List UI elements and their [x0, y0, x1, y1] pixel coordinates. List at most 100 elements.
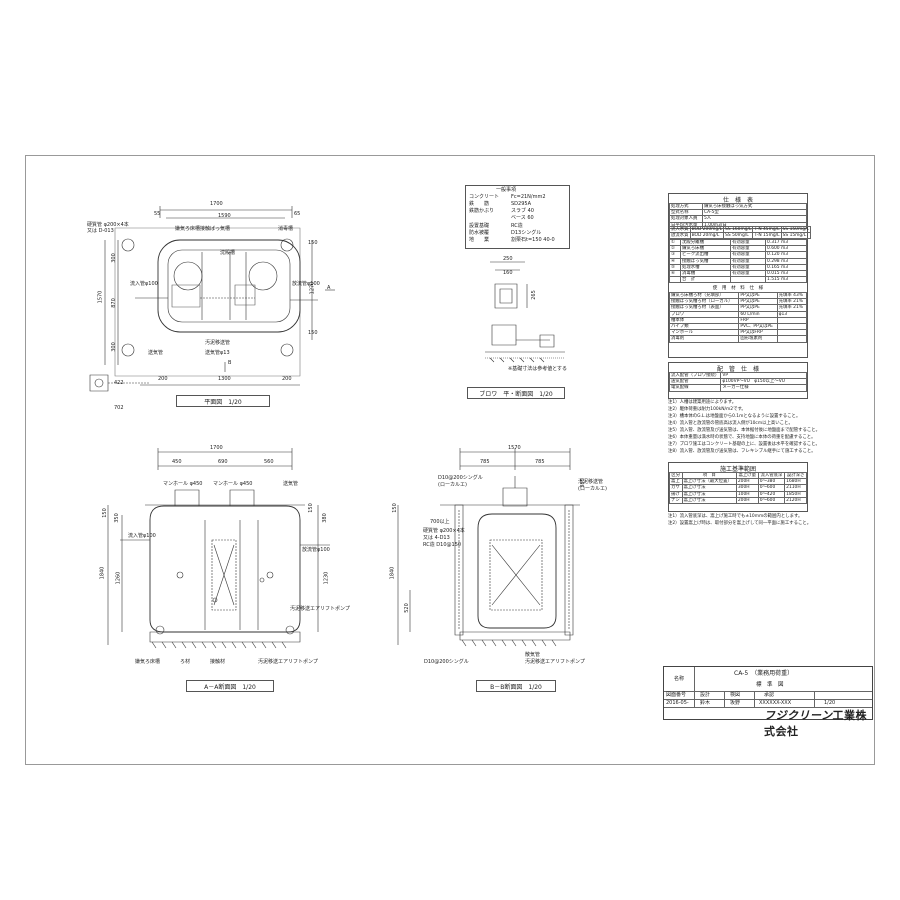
pipe-title: 配 管 仕 様 — [716, 366, 759, 373]
cell: 嵩上げ寸法（最大位置） — [681, 478, 737, 486]
range-note-2: 注2）設置嵩上げ時は、取付部分を嵩上げして同一平面に施工すること。 — [668, 521, 812, 526]
drawing-sheet — [25, 155, 875, 765]
aa-pre: 嫌気ろ床槽 — [135, 659, 161, 665]
cell: VP — [720, 371, 807, 380]
cell: 有効容量 — [729, 245, 767, 253]
title-block: 名称 CA-5 （業務用荷重） 標 準 図 図面番号 設計 検図 承認 2016… — [663, 666, 873, 738]
cell: 0～420 — [757, 490, 786, 498]
bb-foot: 汚泥移送エアリフトポンプ — [525, 659, 585, 665]
cell: 0～380 — [757, 478, 786, 486]
range-title: 施工基準範囲 — [719, 466, 756, 473]
title-cell: 2016-05- — [666, 700, 689, 706]
cell: SS 15mg/L — [780, 232, 811, 240]
spec-val: Fc=21N/mm2 — [511, 194, 546, 200]
cell: 嵩上げ量 — [735, 471, 759, 480]
bb-dim-785: 785 — [480, 459, 490, 465]
spec-key: 地 業 — [469, 237, 490, 243]
aa-manhole1: マンホール φ450 — [163, 481, 203, 487]
note-7: 注7）ブロワ施工はコンクリート基礎の上に、設置後は水平を確認すること。 — [668, 442, 820, 447]
cell — [776, 329, 808, 337]
cell: メーカー仕様 — [720, 384, 807, 392]
title-cell: 図面番号 — [666, 692, 687, 698]
cell: 0～600 — [757, 496, 786, 505]
cell: T-N 45mg/L — [752, 225, 782, 234]
range-table: 施工基準範囲 区分項 目嵩上げ量流入管底深設計深さ 嵩上嵩上げ寸法（最大位置）2… — [668, 462, 808, 512]
bb-caption: B－B断面図 1/20 — [490, 684, 542, 691]
cell: 0～600 — [757, 484, 786, 492]
aa-caption-box: A－A断面図 1/20 — [186, 680, 274, 692]
cell — [776, 322, 808, 331]
cell: 流入管底深 — [757, 471, 786, 480]
plan-pipe-spec2: 又は D-013 — [87, 228, 114, 234]
bb-dim-total: 1570 — [508, 445, 521, 451]
plan-cut-b: B — [228, 360, 232, 366]
cell: SS 50mg/L — [723, 232, 754, 240]
plan-dim-inner: 1590 — [218, 213, 231, 219]
title-sub-value: 標 準 図 — [756, 682, 784, 688]
cell: 送気配管 — [668, 378, 722, 386]
cell: 1680H — [784, 478, 807, 486]
cell — [776, 316, 808, 325]
plan-dim-150b: 150 — [308, 330, 318, 336]
spec-val: SD295A — [511, 201, 531, 207]
plan-caption: 平面図 1/20 — [204, 399, 242, 406]
cell: 0.120 m3 — [765, 251, 807, 259]
plan-label-disinfect: 消毒槽 — [278, 226, 294, 232]
cell: 充填率 21% — [776, 298, 808, 306]
bb-dim-785b: 785 — [535, 459, 545, 465]
aa-dim-560: 560 — [264, 459, 274, 465]
plan-dim-55: 55 — [154, 211, 161, 217]
plan-ref-422: 422 — [114, 380, 124, 386]
cell: BOD 200mg/L — [689, 225, 725, 234]
aa-dim-690: 690 — [218, 459, 228, 465]
cell: 流入配管（ブロワ接続） — [668, 371, 722, 380]
spec-key: 設置基礎 — [469, 223, 490, 229]
bb-dim-1840: 1840 — [389, 566, 396, 580]
cell: 嵩上げ寸法 — [681, 484, 737, 492]
cell: 0.298 m3 — [765, 257, 807, 265]
title-name-label: 名称 — [674, 676, 685, 682]
title-cell: XXXXXX-XXX — [759, 700, 792, 706]
cell: 0.317 m3 — [765, 238, 807, 247]
cell: SS 150mg/L — [780, 225, 811, 234]
spec-key: 防水被覆 — [469, 230, 490, 236]
cell: 設計深さ — [784, 471, 807, 480]
bb-sub: (ローカルエ) — [438, 482, 467, 488]
bb-top-bar: D10@200シングル — [438, 475, 483, 481]
spec-key: 鉄筋かぶり — [469, 208, 495, 214]
cell: 0.165 m3 — [765, 263, 807, 272]
cell: φ13 — [776, 310, 808, 318]
spec-key: コンクリート — [469, 194, 500, 200]
cell: 合 計 — [680, 276, 731, 284]
plan-label-settle: 沈殿槽 — [220, 250, 236, 256]
plan-caption-box: 平面図 1/20 — [176, 395, 270, 407]
title-cell: 検図 — [730, 692, 741, 698]
cell: 1.515 m3 — [765, 276, 807, 284]
company-logo: フジクリーン工業株式会社 — [764, 707, 872, 739]
note-3: 注3）槽本体のG.L.は地盤面から0.1mとなるように設置すること。 — [668, 414, 801, 419]
cell: 有効容量 — [729, 251, 767, 259]
plan-label-air: 送気管 — [148, 350, 164, 356]
note-5: 注5）流入管、放流管及び送気管は、本体据付後に地盤面まで配管すること。 — [668, 428, 821, 433]
cell: 放流水質 — [669, 232, 691, 240]
aa-caption: A－A断面図 1/20 — [204, 684, 256, 691]
plan-pipe-spec: 硬質管 φ200×4本 — [87, 222, 129, 228]
cell: 嵩上げ寸法 — [681, 496, 737, 505]
cell: φ100VP～VU φ150以上～VU — [720, 378, 807, 386]
aa-inlet: 流入管φ100 — [128, 533, 156, 539]
cell — [669, 276, 681, 284]
note-6: 注6）本体重量は満水時の状態で、支持地盤に本体の荷重を配慮すること。 — [668, 435, 816, 440]
bb-rebar: D10@200シングル — [424, 659, 469, 665]
plan-label-inlet: 流入管φ100 — [130, 281, 158, 287]
aa-filter: ろ材 — [180, 659, 191, 665]
plan-label-contact: 接触ばっ気槽 — [200, 226, 231, 232]
spec-table-title: 仕 様 表 — [722, 197, 753, 204]
title-cell: 坂野 — [730, 700, 741, 706]
